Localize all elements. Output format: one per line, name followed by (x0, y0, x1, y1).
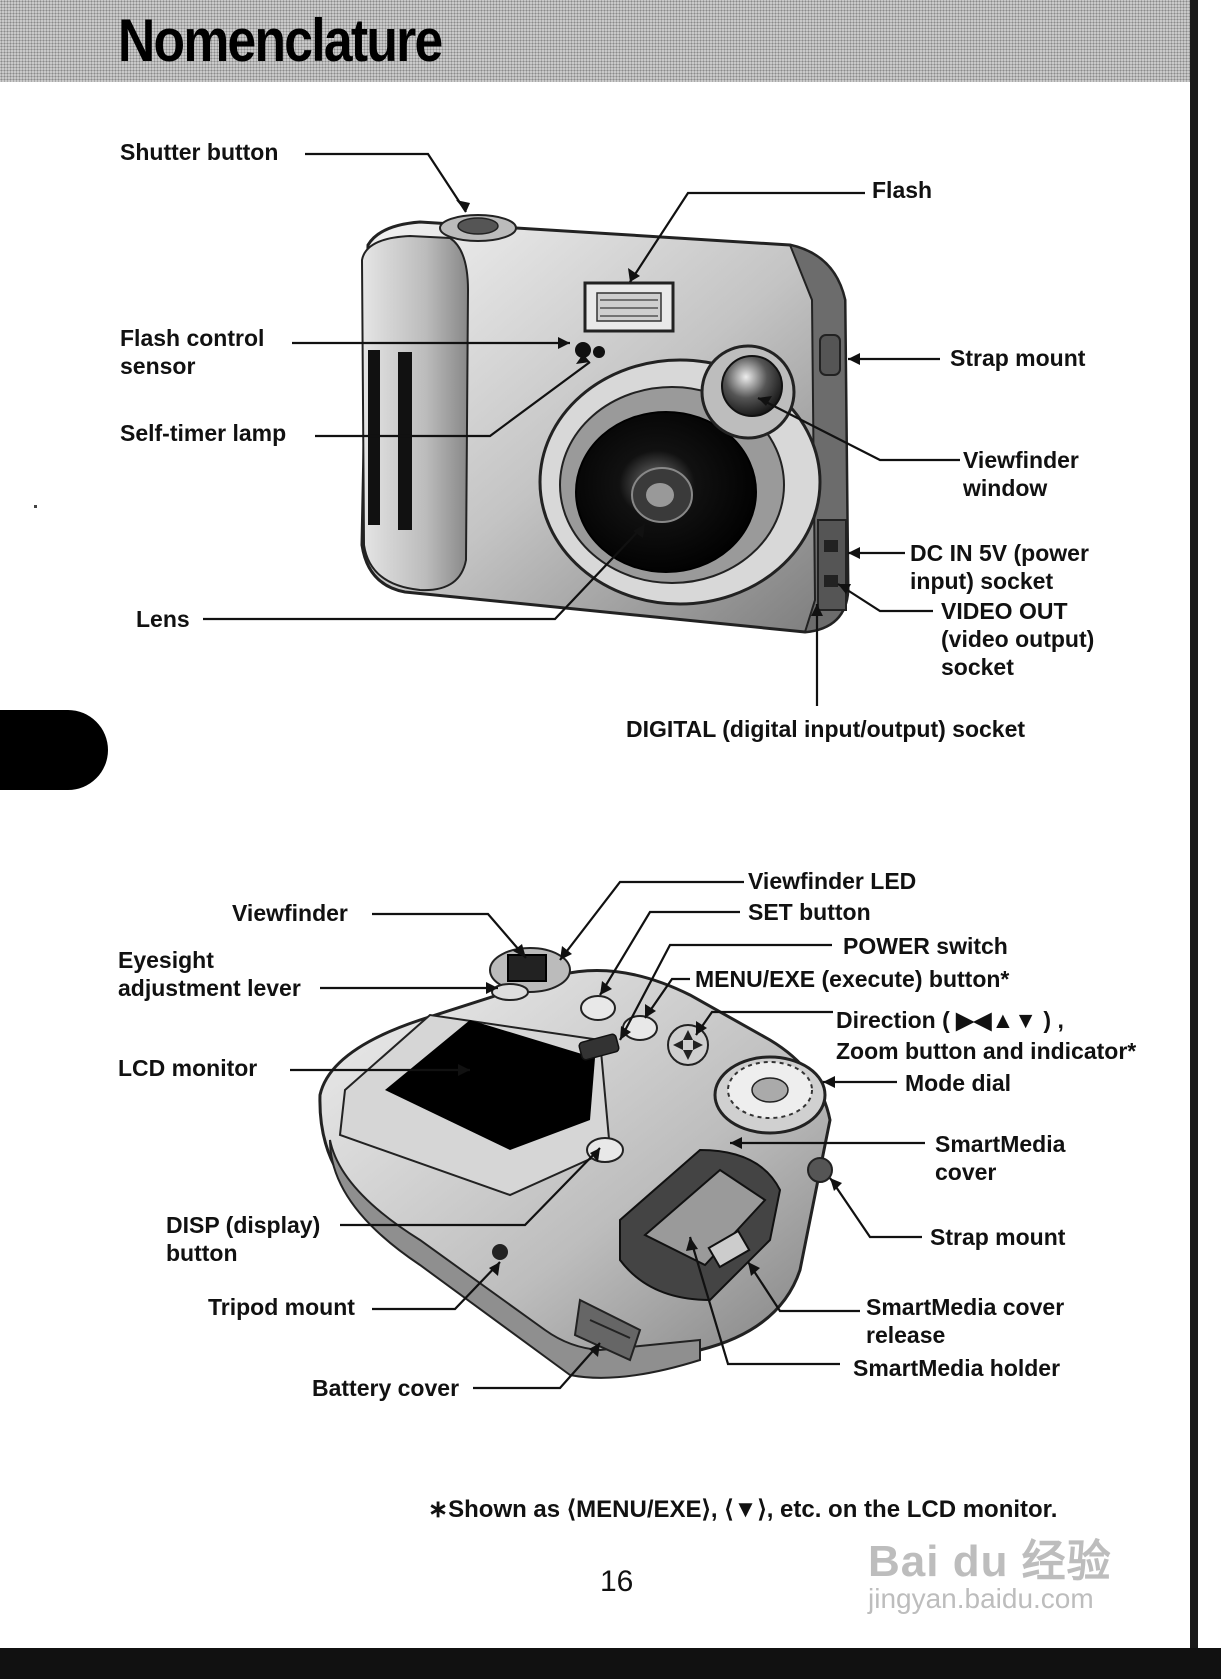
watermark-top: Bai du 经验 (868, 1537, 1112, 1586)
label-video-out-1: VIDEO OUT (941, 598, 1068, 624)
label-tripod-mount: Tripod mount (208, 1294, 355, 1320)
label-disp-2: button (166, 1240, 238, 1266)
label-viewfinder-window-2: window (963, 475, 1048, 501)
label-flash: Flash (872, 177, 933, 203)
label-smartmedia-cover-2: cover (935, 1159, 997, 1185)
label-mode-dial: Mode dial (905, 1070, 1012, 1096)
label-dc-in-2: input) socket (910, 568, 1054, 594)
label-video-out-3: socket (941, 654, 1014, 680)
label-lens: Lens (136, 606, 190, 632)
header-band (0, 0, 1197, 82)
label-eyesight-1: Eyesight (118, 947, 214, 973)
label-strap-mount-rear: Strap mount (930, 1224, 1066, 1250)
label-lcd-monitor: LCD monitor (118, 1055, 258, 1081)
label-battery-cover: Battery cover (312, 1375, 460, 1401)
label-eyesight-2: adjustment lever (118, 975, 301, 1001)
section-tab (0, 710, 108, 790)
footnote: ∗Shown as ⟨MENU/EXE⟩, ⟨▼⟩, etc. on the L… (428, 1496, 1058, 1523)
label-viewfinder: Viewfinder (232, 900, 348, 926)
label-shutter-button: Shutter button (120, 139, 279, 165)
label-sm-release-1: SmartMedia cover (866, 1294, 1065, 1320)
page-title: Nomenclature (118, 7, 443, 74)
speck (34, 505, 37, 508)
bottom-bar (0, 1648, 1221, 1679)
label-sm-holder: SmartMedia holder (853, 1355, 1061, 1381)
label-video-out-2: (video output) (941, 626, 1095, 652)
label-direction-1: Direction ( ▶◀▲▼ ) , (836, 1007, 1064, 1033)
label-menu-exe: MENU/EXE (execute) button* (695, 966, 1010, 992)
label-dc-in-1: DC IN 5V (power (910, 540, 1089, 566)
label-smartmedia-cover-1: SmartMedia (935, 1131, 1066, 1157)
watermark-bottom: jingyan.baidu.com (868, 1583, 1094, 1614)
label-flash-control-sensor-1: Flash control (120, 325, 265, 351)
watermark-logo: Bai du 经验 jingyan.baidu.com (868, 1525, 1112, 1615)
page-number: 16 (600, 1565, 634, 1598)
label-viewfinder-led: Viewfinder LED (748, 868, 917, 894)
label-disp-1: DISP (display) (166, 1212, 321, 1238)
label-power-switch: POWER switch (843, 933, 1008, 959)
label-direction-2: Zoom button and indicator* (836, 1038, 1137, 1064)
label-flash-control-sensor-2: sensor (120, 353, 196, 379)
page-edge (1190, 0, 1198, 1648)
front-camera (360, 214, 850, 634)
label-strap-mount-front: Strap mount (950, 345, 1086, 371)
label-self-timer-lamp: Self-timer lamp (120, 420, 287, 446)
label-set-button: SET button (748, 899, 871, 925)
label-viewfinder-window-1: Viewfinder (963, 447, 1079, 473)
label-digital-socket: DIGITAL (digital input/output) socket (626, 716, 1026, 742)
label-sm-release-2: release (866, 1322, 946, 1348)
